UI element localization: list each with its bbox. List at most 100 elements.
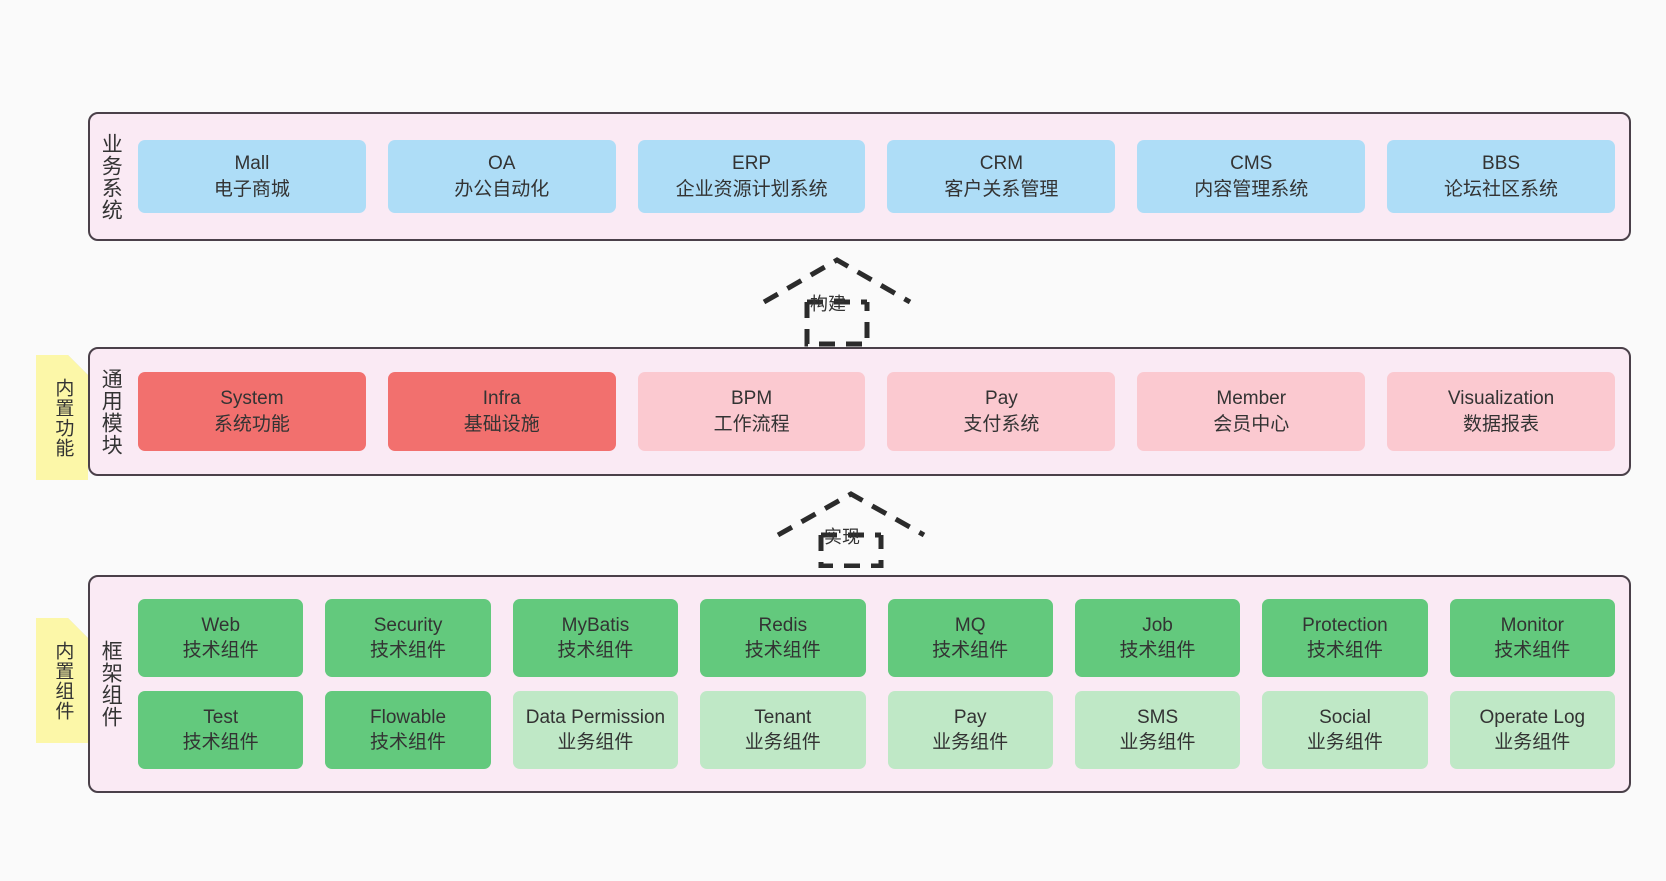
card-test[interactable]: Test 技术组件 bbox=[138, 691, 304, 769]
card-monitor[interactable]: Monitor 技术组件 bbox=[1449, 599, 1615, 677]
card-title-cn: 论坛社区系统 bbox=[1444, 178, 1559, 200]
layer-framework-component: 框架组件 Web 技术组件 Security 技术组件 MyBatis 技术组件… bbox=[88, 575, 1631, 793]
card-job[interactable]: Job 技术组件 bbox=[1074, 599, 1241, 677]
card-title-cn: 系统功能 bbox=[213, 413, 290, 435]
note-label: 内置功能 bbox=[52, 377, 74, 458]
card-title-en: Pay bbox=[953, 706, 987, 728]
card-title-cn: 业务组件 bbox=[557, 732, 634, 753]
card-title-cn: 数据报表 bbox=[1463, 413, 1540, 435]
card-row: Web 技术组件 Security 技术组件 MyBatis 技术组件 Redi… bbox=[138, 599, 1615, 677]
card-oa[interactable]: OA 办公自动化 bbox=[387, 140, 616, 213]
card-title-en: Redis bbox=[758, 614, 808, 636]
layer-body-business-system: Mall 电子商城 OA 办公自动化 ERP 企业资源计划系统 CRM 客户关系… bbox=[130, 114, 1629, 239]
card-title-cn: 技术组件 bbox=[1306, 640, 1383, 661]
card-title-en: Social bbox=[1319, 706, 1371, 728]
card-title-cn: 业务组件 bbox=[1119, 732, 1196, 753]
card-erp[interactable]: ERP 企业资源计划系统 bbox=[637, 140, 866, 213]
card-title-cn: 办公自动化 bbox=[454, 178, 550, 200]
card-pay-module[interactable]: Pay 支付系统 bbox=[887, 372, 1116, 451]
card-title-en: Monitor bbox=[1500, 614, 1564, 636]
card-title-cn: 客户关系管理 bbox=[944, 178, 1059, 200]
card-flowable[interactable]: Flowable 技术组件 bbox=[325, 691, 491, 769]
card-title-cn: 业务组件 bbox=[744, 732, 821, 753]
card-title-en: Security bbox=[373, 614, 443, 636]
card-crm[interactable]: CRM 客户关系管理 bbox=[887, 140, 1116, 213]
connector-realize: 实现 bbox=[766, 488, 936, 569]
card-social[interactable]: Social 业务组件 bbox=[1262, 691, 1428, 769]
card-title-en: Member bbox=[1216, 388, 1287, 410]
card-title-cn: 企业资源计划系统 bbox=[675, 178, 828, 200]
card-mq[interactable]: MQ 技术组件 bbox=[887, 599, 1053, 677]
card-security[interactable]: Security 技术组件 bbox=[325, 599, 491, 677]
card-redis[interactable]: Redis 技术组件 bbox=[700, 599, 866, 677]
card-row: Test 技术组件 Flowable 技术组件 Data Permission … bbox=[138, 691, 1615, 769]
card-title-en: Operate Log bbox=[1479, 706, 1586, 728]
layer-body-framework-component: Web 技术组件 Security 技术组件 MyBatis 技术组件 Redi… bbox=[130, 577, 1629, 791]
card-title-cn: 会员中心 bbox=[1213, 413, 1290, 435]
card-title-cn: 技术组件 bbox=[370, 732, 447, 753]
card-title-en: Pay bbox=[985, 388, 1018, 410]
card-title-cn: 电子商城 bbox=[213, 178, 290, 200]
card-title-cn: 技术组件 bbox=[182, 732, 259, 753]
card-title-en: ERP bbox=[732, 153, 772, 175]
card-title-cn: 业务组件 bbox=[932, 732, 1009, 753]
card-title-en: Job bbox=[1142, 614, 1173, 636]
card-bbs[interactable]: BBS 论坛社区系统 bbox=[1387, 140, 1615, 213]
card-infra[interactable]: Infra 基础设施 bbox=[387, 372, 616, 451]
card-pay-component[interactable]: Pay 业务组件 bbox=[887, 691, 1053, 769]
layer-common-module: 通用模块 System 系统功能 Infra 基础设施 BPM 工作流程 Pay… bbox=[88, 347, 1631, 476]
card-title-cn: 技术组件 bbox=[557, 640, 634, 661]
card-title-en: System bbox=[220, 388, 284, 410]
card-title-cn: 业务组件 bbox=[1306, 732, 1383, 753]
connector-build: 构建 bbox=[752, 252, 922, 347]
generalization-arrow-icon bbox=[776, 491, 926, 569]
layer-title-common-module: 通用模块 bbox=[99, 367, 123, 456]
generalization-arrow-icon bbox=[762, 257, 912, 347]
card-title-en: Tenant bbox=[754, 706, 812, 728]
card-title-en: Test bbox=[203, 706, 239, 728]
card-title-en: Protection bbox=[1302, 614, 1388, 636]
card-data-permission[interactable]: Data Permission 业务组件 bbox=[512, 691, 679, 769]
card-title-cn: 业务组件 bbox=[1494, 732, 1571, 753]
card-title-cn: 内容管理系统 bbox=[1194, 178, 1309, 200]
card-member[interactable]: Member 会员中心 bbox=[1137, 372, 1366, 451]
card-visualization[interactable]: Visualization 数据报表 bbox=[1387, 372, 1615, 451]
connector-label-realize: 实现 bbox=[824, 527, 860, 547]
card-title-en: Visualization bbox=[1447, 388, 1555, 410]
note-builtin-components: 内置组件 bbox=[36, 618, 88, 743]
card-system[interactable]: System 系统功能 bbox=[138, 372, 366, 451]
card-title-en: MyBatis bbox=[561, 614, 630, 636]
card-row: Mall 电子商城 OA 办公自动化 ERP 企业资源计划系统 CRM 客户关系… bbox=[138, 140, 1615, 213]
card-title-en: Infra bbox=[482, 388, 521, 410]
card-title-en: SMS bbox=[1136, 706, 1179, 728]
card-title-cn: 技术组件 bbox=[932, 640, 1009, 661]
card-title-en: CMS bbox=[1230, 153, 1273, 175]
card-cms[interactable]: CMS 内容管理系统 bbox=[1137, 140, 1366, 213]
card-title-cn: 支付系统 bbox=[963, 413, 1040, 435]
card-mall[interactable]: Mall 电子商城 bbox=[138, 140, 366, 213]
layer-title-framework-component: 框架组件 bbox=[99, 640, 123, 728]
card-tenant[interactable]: Tenant 业务组件 bbox=[700, 691, 866, 769]
layer-body-common-module: System 系统功能 Infra 基础设施 BPM 工作流程 Pay 支付系统… bbox=[130, 349, 1629, 474]
card-title-en: Web bbox=[201, 614, 241, 636]
card-mybatis[interactable]: MyBatis 技术组件 bbox=[512, 599, 679, 677]
card-title-en: OA bbox=[488, 153, 516, 175]
card-protection[interactable]: Protection 技术组件 bbox=[1262, 599, 1428, 677]
card-title-cn: 工作流程 bbox=[713, 413, 790, 435]
note-label: 内置组件 bbox=[52, 640, 74, 721]
card-title-cn: 技术组件 bbox=[1119, 640, 1196, 661]
card-title-cn: 基础设施 bbox=[463, 413, 540, 435]
card-title-en: MQ bbox=[954, 614, 986, 636]
card-title-en: Flowable bbox=[370, 706, 447, 728]
card-title-en: Data Permission bbox=[525, 706, 666, 728]
card-title-cn: 技术组件 bbox=[370, 640, 447, 661]
card-sms[interactable]: SMS 业务组件 bbox=[1074, 691, 1241, 769]
card-title-en: BBS bbox=[1482, 153, 1521, 175]
card-web[interactable]: Web 技术组件 bbox=[138, 599, 304, 677]
card-row: System 系统功能 Infra 基础设施 BPM 工作流程 Pay 支付系统… bbox=[138, 372, 1615, 451]
card-bpm[interactable]: BPM 工作流程 bbox=[637, 372, 866, 451]
layer-business-system: 业务系统 Mall 电子商城 OA 办公自动化 ERP 企业资源计划系统 CRM… bbox=[88, 112, 1631, 241]
connector-label-build: 构建 bbox=[810, 294, 846, 314]
card-operate-log[interactable]: Operate Log 业务组件 bbox=[1449, 691, 1615, 769]
